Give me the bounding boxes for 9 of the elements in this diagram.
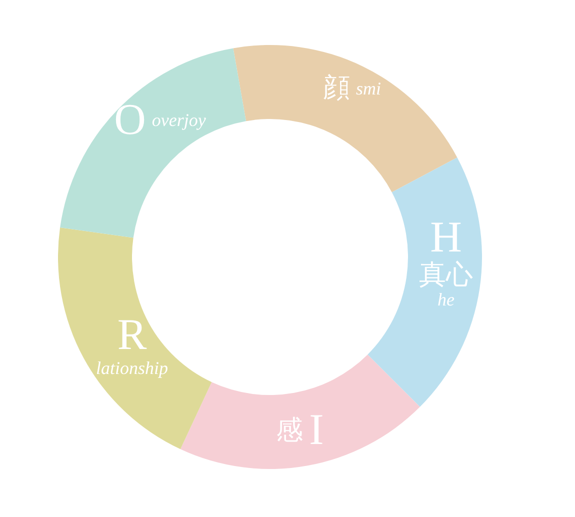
segment-caption: lationship xyxy=(96,359,168,377)
segment-caption: smi xyxy=(356,79,381,97)
segment-caption: overjoy xyxy=(152,111,206,129)
segment-kanji: 顔 xyxy=(323,74,350,102)
segment-kanji: 真心 xyxy=(419,262,473,288)
segment-initial: O xyxy=(114,98,146,142)
segment-initial: R xyxy=(117,313,147,357)
segment-initial: H xyxy=(430,216,462,260)
segment-caption: he xyxy=(438,290,454,308)
